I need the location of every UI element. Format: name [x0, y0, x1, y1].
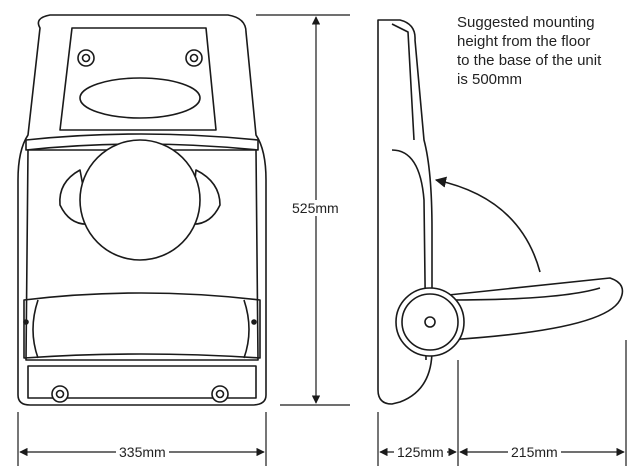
upper-panel	[59, 27, 217, 131]
handle-slot	[79, 77, 201, 119]
lower-roll	[23, 292, 261, 359]
front-width-label: 335mm	[116, 444, 169, 460]
open-depth-label: 215mm	[508, 444, 561, 460]
wing-right	[189, 169, 221, 225]
rotation-arrow	[434, 176, 541, 273]
mounting-note-line: height from the floor	[457, 33, 591, 50]
circular-recess	[79, 139, 201, 261]
mounting-note-line: is 500mm	[457, 71, 523, 88]
side-depth-label: 125mm	[394, 444, 447, 460]
front-view	[17, 14, 267, 406]
mounting-note: Suggested mounting height from the floor…	[457, 13, 633, 89]
mounting-note-line: to the base of the unit	[457, 52, 602, 69]
height-label: 525mm	[292, 200, 339, 216]
hinge-band	[25, 133, 259, 151]
wing-left	[59, 169, 91, 225]
base-plate	[27, 365, 257, 399]
mounting-note-line: Suggested mounting	[457, 14, 595, 31]
tray-panel	[25, 149, 259, 361]
side-view	[377, 19, 624, 405]
